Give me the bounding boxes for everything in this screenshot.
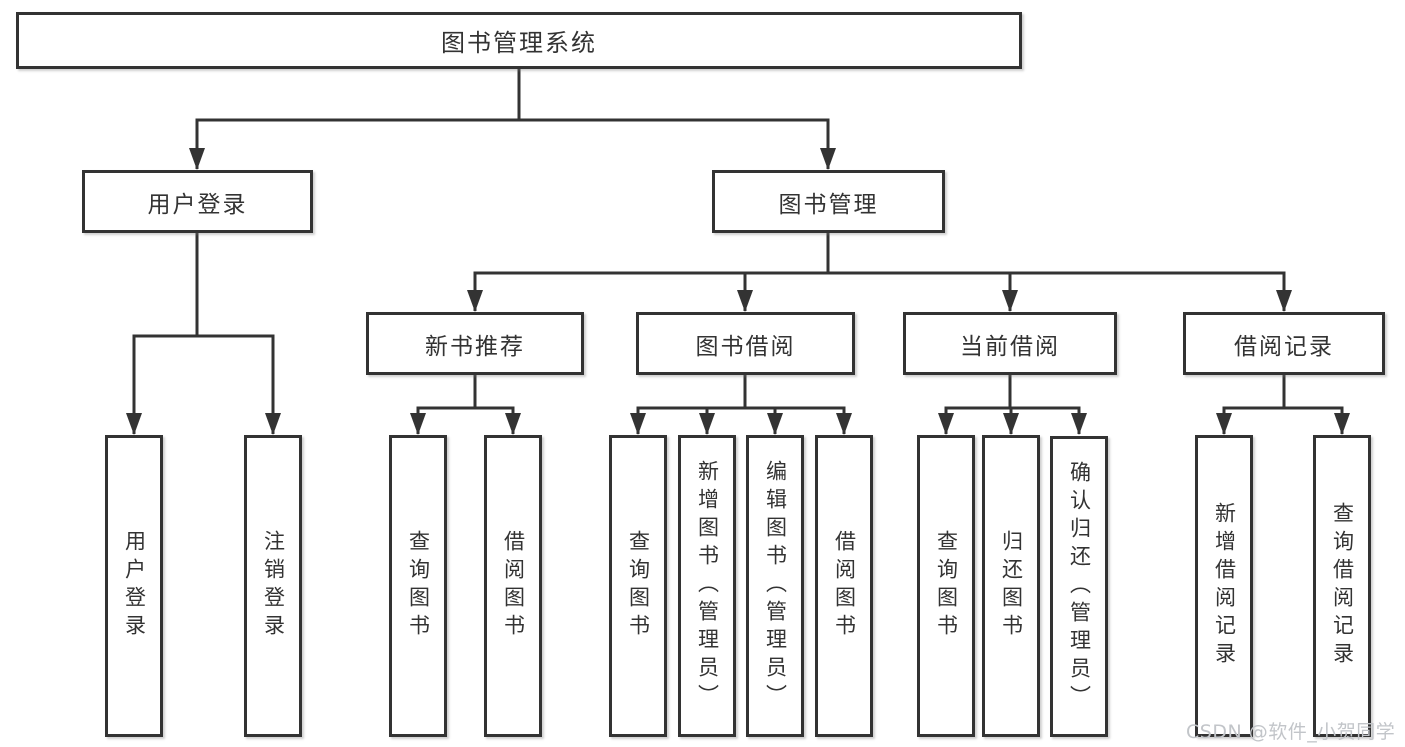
leaf-add-borrow-record: 新增借阅记录 (1195, 435, 1253, 737)
leaf-recommend-query-books: 查询图书 (389, 435, 447, 737)
leaf-return-books-label: 归还图书 (999, 530, 1024, 642)
leaf-return-books: 归还图书 (982, 435, 1040, 737)
leaf-edit-books-admin-label: 编辑图书（管理员） (763, 460, 788, 712)
leaf-logout-label: 注销登录 (261, 530, 286, 642)
leaf-add-books-admin: 新增图书（管理员） (678, 435, 736, 737)
leaf-borrow-query-books: 查询图书 (609, 435, 667, 737)
node-book-management: 图书管理 (712, 170, 945, 233)
leaf-borrow-books-label: 借阅图书 (832, 530, 857, 642)
node-root: 图书管理系统 (16, 12, 1022, 69)
leaf-recommend-query-books-label: 查询图书 (406, 530, 431, 642)
leaf-borrow-books: 借阅图书 (815, 435, 873, 737)
leaf-confirm-return-admin-label: 确认归还（管理员） (1067, 460, 1092, 713)
leaf-recommend-borrow-books: 借阅图书 (484, 435, 542, 737)
leaf-query-borrow-record: 查询借阅记录 (1313, 435, 1371, 737)
node-user-login: 用户登录 (82, 170, 313, 233)
csdn-watermark: CSDN @软件_小贺同学 (1186, 721, 1396, 743)
leaf-current-query-books-label: 查询图书 (934, 530, 959, 642)
node-current-borrow: 当前借阅 (903, 312, 1117, 375)
node-borrow-records: 借阅记录 (1183, 312, 1385, 375)
leaf-borrow-query-books-label: 查询图书 (626, 530, 651, 642)
node-book-borrow: 图书借阅 (636, 312, 855, 375)
leaf-recommend-borrow-books-label: 借阅图书 (501, 530, 526, 642)
leaf-confirm-return-admin: 确认归还（管理员） (1050, 436, 1108, 737)
leaf-add-borrow-record-label: 新增借阅记录 (1212, 502, 1237, 670)
leaf-current-query-books: 查询图书 (917, 435, 975, 737)
leaf-edit-books-admin: 编辑图书（管理员） (746, 435, 804, 737)
leaf-user-login: 用户登录 (105, 435, 163, 737)
node-new-book-recommend: 新书推荐 (366, 312, 584, 375)
leaf-query-borrow-record-label: 查询借阅记录 (1330, 502, 1355, 670)
leaf-logout: 注销登录 (244, 435, 302, 737)
leaf-user-login-label: 用户登录 (122, 530, 147, 642)
leaf-add-books-admin-label: 新增图书（管理员） (695, 460, 720, 712)
